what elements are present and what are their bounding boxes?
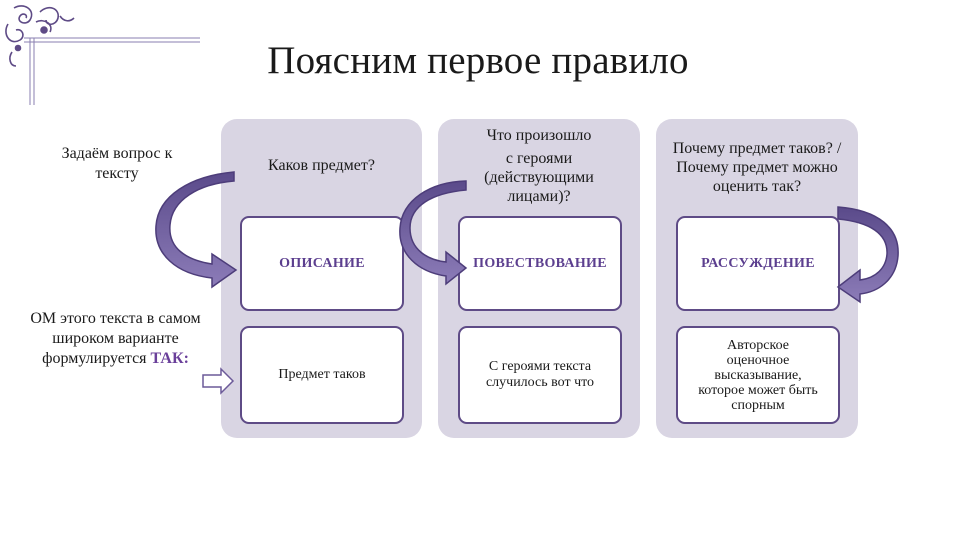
text-type-label: РАССУЖДЕНИЕ: [701, 255, 815, 271]
main-idea-label: ОМ этого текста в самом широком варианте…: [30, 310, 201, 367]
answer-box: Авторское оценочное высказывание, которо…: [676, 326, 840, 424]
text-type-label: ПОВЕСТВОВАНИЕ: [473, 255, 607, 271]
text-type-box: ПОВЕСТВОВАНИЕ: [458, 216, 622, 311]
question-text: Почему предмет таков? / Почему предмет м…: [672, 140, 842, 195]
answer-text: С героями текста случилось вот что: [485, 359, 595, 390]
answer-box: С героями текста случилось вот что: [458, 326, 622, 424]
text-type-label: ОПИСАНИЕ: [279, 255, 365, 271]
page-title: Поясним первое правило: [267, 39, 689, 82]
answer-box: Предмет таков: [240, 326, 404, 424]
question-text: Что произошло с героями (действующими ли…: [484, 127, 594, 205]
text-type-box: ОПИСАНИЕ: [240, 216, 404, 311]
text-type-box: РАССУЖДЕНИЕ: [676, 216, 840, 311]
question-text: Каков предмет?: [268, 157, 375, 174]
answer-text: Авторское оценочное высказывание, которо…: [698, 337, 818, 413]
tak-label: ТАК:: [150, 350, 189, 367]
corner-ornament-icon: [5, 5, 200, 105]
answer-text: Предмет таков: [278, 367, 366, 382]
ask-question-label: Задаём вопрос к тексту: [61, 145, 173, 182]
